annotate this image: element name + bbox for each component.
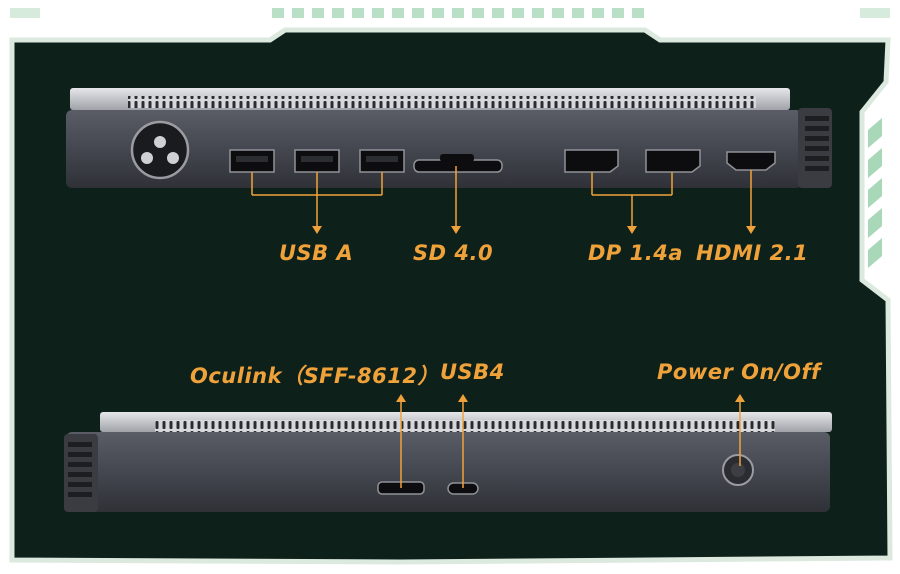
usb-a-port (359, 149, 405, 173)
usb-a-label: USB A (279, 241, 354, 265)
side-stripes (868, 118, 882, 268)
hdmi-label: HDMI 2.1 (696, 241, 809, 265)
displayport-port (564, 149, 619, 173)
device-rear-view (66, 88, 832, 188)
device-front-view (64, 412, 832, 512)
top-frame-dashes (10, 8, 890, 18)
usb-a-port (294, 149, 340, 173)
usb-a-port (229, 149, 275, 173)
power-inlet-icon (130, 120, 190, 180)
displayport-port (645, 149, 701, 173)
sd-card-slot (413, 154, 503, 173)
power-label: Power On/Off (657, 360, 821, 384)
power-button-icon (722, 454, 754, 486)
hdmi-port (726, 151, 776, 171)
oculink-label: Oculink（SFF-8612） (190, 364, 439, 388)
bottom-leader-lines (396, 394, 745, 488)
usb4-label: USB4 (440, 360, 505, 384)
dp-label: DP 1.4a (588, 241, 684, 265)
sd-label: SD 4.0 (413, 241, 494, 265)
top-leader-lines (251, 166, 756, 234)
